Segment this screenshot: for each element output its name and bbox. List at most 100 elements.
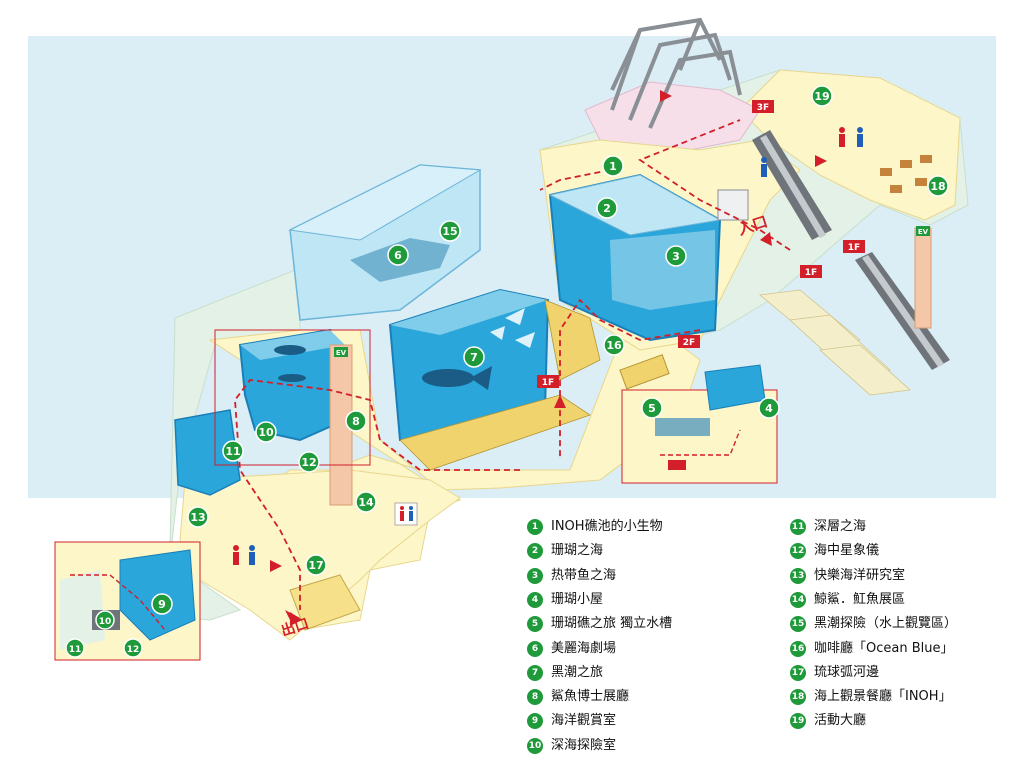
legend-label: 海中星象儀 [814, 543, 880, 559]
legend-number-badge: 3 [527, 567, 543, 584]
pin-number: 11 [225, 445, 240, 458]
shark-graphic [274, 345, 306, 382]
pin-number: 15 [442, 225, 457, 238]
legend-number-badge: 14 [790, 591, 806, 608]
coral-sea-glass [610, 230, 715, 310]
pin-number: 11 [69, 645, 82, 655]
legend-label: 鯨鯊．魟魚展區 [814, 591, 906, 607]
legend-label: 海上觀景餐廳「INOH」 [814, 689, 952, 705]
map-pin-1: 1 [602, 155, 624, 177]
pin-circle [811, 85, 833, 107]
pin-circle [641, 397, 663, 419]
legend-label: INOH礁池的小生物 [551, 519, 663, 534]
legend-label: 黑潮之旅 [551, 664, 604, 680]
pin-circle [222, 440, 244, 462]
legend-label: 活動大廳 [814, 713, 867, 729]
legend-number-badge: 11 [790, 519, 806, 535]
legend-number-badge: 19 [790, 713, 806, 730]
pin-circle [387, 244, 409, 266]
map-pin-8: 8 [345, 410, 367, 432]
map-pin-5: 5 [641, 397, 663, 419]
entrance-booth [717, 189, 749, 221]
restroom-icon-top [761, 127, 863, 177]
pin-circle [463, 346, 485, 368]
legend-label: 琉球弧河邊 [814, 664, 880, 680]
pin-number: 12 [301, 456, 316, 469]
pin-circle [305, 554, 327, 576]
inset-pin-11: 11 [65, 638, 85, 658]
event-hall-floor [739, 69, 961, 221]
coral-hut-inset-detail [640, 364, 766, 470]
legend-item: 4 珊瑚小屋 [527, 591, 603, 609]
river-counter [289, 574, 361, 631]
pin-circle [602, 155, 624, 177]
legend-label: 美麗海劇場 [551, 640, 617, 656]
pin-number: 14 [358, 496, 374, 509]
pin-circle [603, 334, 625, 356]
legend-label: 快樂海洋研究室 [814, 567, 906, 583]
legend-label: 黑潮探險（水上觀覽區） [814, 616, 958, 632]
floor-label-3f: 3F [752, 100, 774, 113]
pin-number: 9 [158, 598, 166, 611]
pin-circle [151, 593, 173, 615]
legend-item: 19 活動大廳 [790, 712, 866, 730]
legend-number-badge: 17 [790, 664, 806, 681]
pin-circle [596, 197, 618, 219]
legend-number-badge: 4 [527, 591, 543, 608]
legend-label: 深海探險室 [551, 737, 617, 753]
whale-shark-graphic [422, 366, 492, 390]
map-pin-13: 13 [187, 506, 209, 528]
pin-number: 16 [606, 339, 622, 352]
svg-text:2F: 2F [683, 338, 695, 348]
pin-circle [298, 451, 320, 473]
map-pin-12: 12 [298, 451, 320, 473]
pin-circle [927, 175, 949, 197]
map-pin-2: 2 [596, 197, 618, 219]
pin-circle [255, 421, 277, 443]
pin-number: 4 [765, 402, 773, 415]
floor-label-1f-lower: 1F [537, 375, 559, 388]
map-pin-14: 14 [355, 491, 377, 513]
pin-circle [439, 220, 461, 242]
pin-number: 13 [190, 511, 205, 524]
map-pin-17: 17 [305, 554, 327, 576]
cafe-counter [619, 354, 670, 390]
legend-item: 1 INOH礁池的小生物 [527, 518, 663, 536]
map-pin-6: 6 [387, 244, 409, 266]
legend-label: 热带鱼之海 [551, 567, 617, 583]
svg-text:1F: 1F [542, 378, 554, 388]
legend-label: 珊瑚小屋 [551, 591, 604, 607]
legend-label: 鯊魚博士展廳 [551, 689, 630, 705]
pin-number: 2 [603, 202, 611, 215]
legend-item: 17 琉球弧河邊 [790, 664, 879, 682]
pin-number: 12 [127, 645, 140, 655]
legend-number-badge: 1 [527, 519, 543, 535]
pin-circle [758, 397, 780, 419]
legend-label: 咖啡廳「Ocean Blue」 [814, 640, 954, 656]
pin-circle [345, 410, 367, 432]
kuroshio-seating [399, 299, 601, 471]
floor-label-1f-upper: 1F [843, 240, 865, 253]
legend-number-badge: 6 [527, 640, 543, 657]
map-pin-4: 4 [758, 397, 780, 419]
pin-circle [355, 491, 377, 513]
pin-number: 6 [394, 249, 402, 262]
map-pin-3: 3 [665, 245, 687, 267]
kuroshio-tank-top [390, 290, 548, 335]
map-pin-18: 18 [927, 175, 949, 197]
map-pin-15: 15 [439, 220, 461, 242]
map-pin-11: 11 [222, 440, 244, 462]
restaurant-tables [880, 155, 932, 193]
elevator-sign: EV [916, 226, 930, 236]
legend-number-badge: 16 [790, 640, 806, 657]
pin-circle [65, 638, 85, 658]
pin-number: 8 [352, 415, 360, 428]
legend-number-badge: 5 [527, 616, 543, 633]
